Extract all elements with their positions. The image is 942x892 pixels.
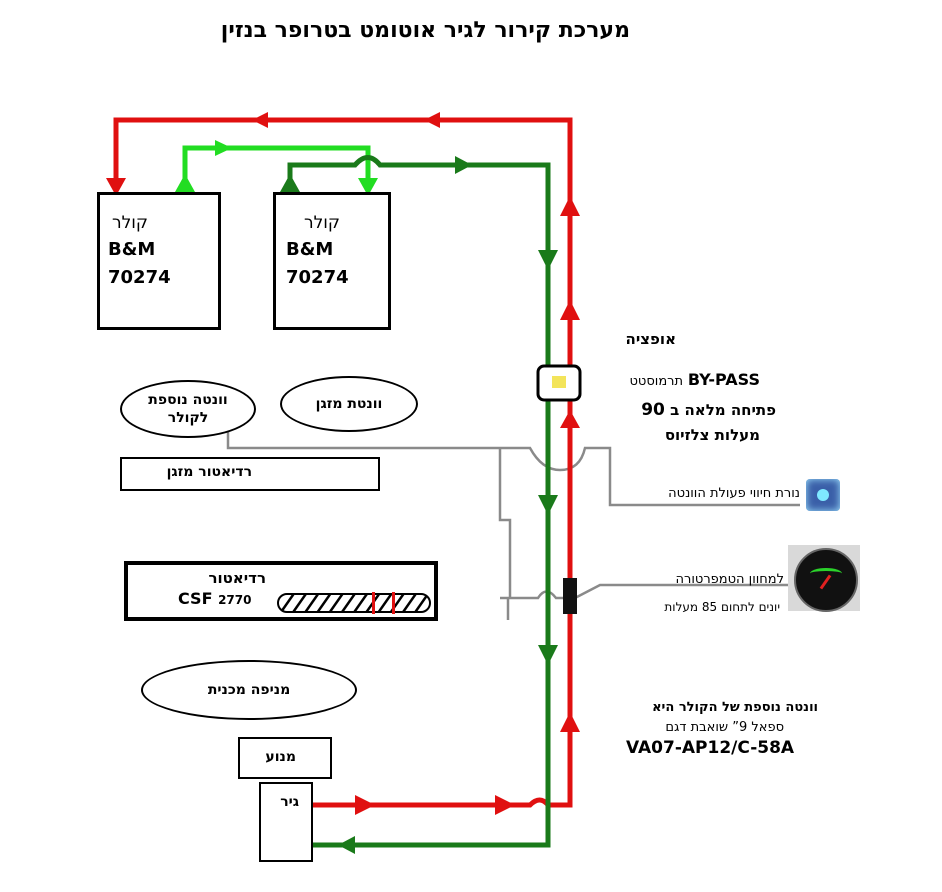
csf-radiator: רדיאטור CSF 2770	[124, 561, 438, 621]
opening-line: פתיחה מלאה ב 90	[600, 400, 776, 420]
cooler-1-brand: B&M	[108, 239, 156, 260]
csf-model-name: CSF	[178, 589, 213, 608]
temp-sensor-icon	[563, 578, 577, 614]
hot-line-arrows	[106, 112, 580, 815]
thermostat-label: תרמוסטט	[629, 374, 684, 389]
extra-fan-line1: וונטה נוספת	[148, 392, 228, 408]
engine-box: מנוע	[238, 737, 332, 779]
gauge-line2-value: 85	[701, 600, 718, 614]
cooler-2-label: קולר	[304, 213, 340, 233]
indicator-light-icon	[806, 479, 840, 511]
cooler-1-model: 70274	[108, 267, 171, 288]
csf-model-number: 2770	[218, 593, 252, 607]
cold-line	[287, 155, 551, 848]
opening-prefix: פתיחה מלאה ב	[670, 401, 776, 419]
opening-value: 90	[641, 400, 665, 420]
gauge-line2-prefix: יונים לתחום	[721, 600, 780, 614]
fan-spec-model: VA07-AP12/C-58A	[626, 738, 795, 758]
ac-radiator-label: רדיאטור מזגן	[166, 464, 252, 480]
mechanical-fan-label: מניפה מכנית	[207, 682, 291, 698]
gauge-line1: למחוון הטמפרטורה	[675, 572, 784, 587]
bypass-line: BY-PASS תרמוסטט	[590, 370, 760, 389]
thermostat-core	[552, 376, 566, 388]
fan-spec-line2: ספאל 9” שואבת דגם	[665, 720, 784, 735]
cooler-1-label: קולר	[112, 213, 148, 233]
cooler-link-arrows	[175, 140, 378, 196]
fan-indicator-label: נורת חיווי פעולת הוונטה	[668, 486, 800, 501]
csf-radiator-label: רדיאטור	[208, 569, 266, 587]
gauge-line2: יונים לתחום 85 מעלות	[596, 600, 780, 614]
cooler-2-model: 70274	[286, 267, 349, 288]
cooler-1: קולר B&M 70274	[97, 192, 221, 330]
fan-spec-line1: וונטה נוספת של הקולר היא	[652, 700, 818, 715]
ac-fan-label: וונטת מזגן	[315, 396, 383, 412]
extra-fan: וונטה נוספת לקולר	[120, 380, 256, 438]
degrees-label: מעלות צלזיוס	[664, 426, 760, 444]
radiator-core-marks	[372, 592, 395, 614]
gauge-line2-suffix: מעלות	[664, 600, 699, 614]
gear-label: גיר	[280, 794, 299, 810]
cooler-2-brand: B&M	[286, 239, 334, 260]
cooler-2: קולר B&M 70274	[273, 192, 391, 330]
engine-label: מנוע	[265, 749, 296, 765]
gear-box: גיר	[259, 782, 313, 862]
ac-fan: וונטת מזגן	[280, 376, 418, 432]
csf-radiator-model: CSF 2770	[178, 589, 251, 608]
ac-radiator: רדיאטור מזגן	[120, 457, 380, 491]
extra-fan-line2: לקולר	[167, 410, 209, 426]
temperature-gauge-icon	[788, 545, 860, 612]
cold-line-arrows	[280, 156, 558, 854]
mechanical-fan: מניפה מכנית	[141, 660, 357, 720]
option-label: אופציה	[625, 330, 676, 348]
diagram-title: מערכת קירור לגיר אוטומט בטרופר בנזין	[220, 18, 630, 43]
bypass-label: BY-PASS	[687, 370, 760, 389]
cooler-link-line	[182, 145, 371, 190]
